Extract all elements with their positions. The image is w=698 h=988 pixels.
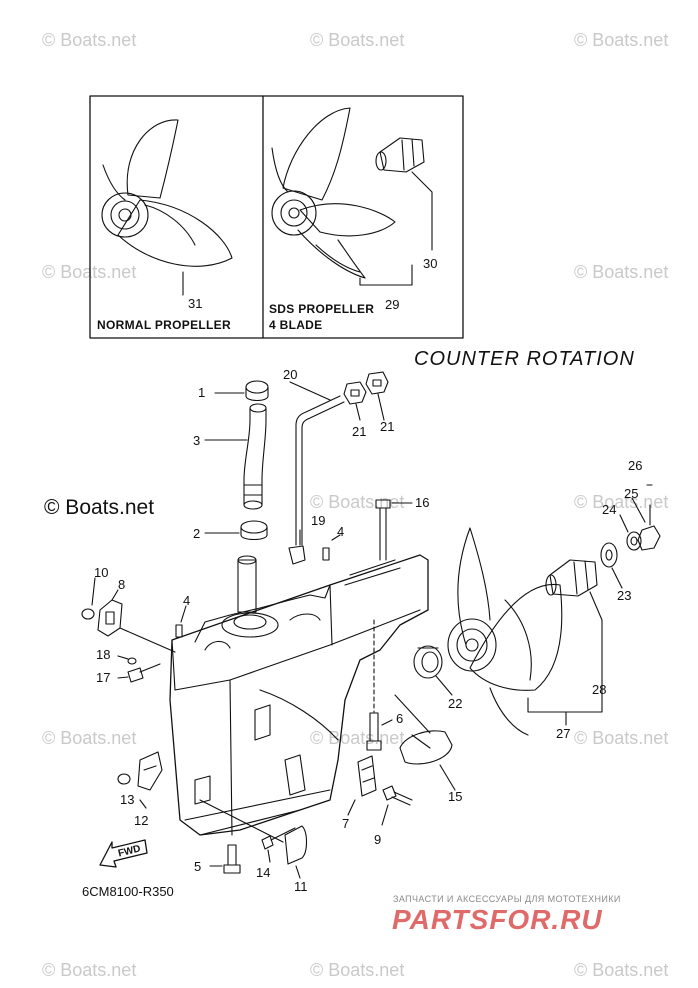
- watermark: © Boats.net: [42, 960, 137, 980]
- part-9-bolt: [381, 785, 413, 826]
- fwd-arrow: [99, 839, 148, 868]
- callout-28[interactable]: 28: [592, 682, 607, 697]
- part-1-seal: [214, 380, 269, 402]
- callout-7[interactable]: 7: [342, 816, 350, 831]
- sds-propeller-drawing: [271, 107, 433, 286]
- callout-24[interactable]: 24: [602, 502, 617, 517]
- callout-1[interactable]: 1: [198, 385, 206, 400]
- callout-13[interactable]: 13: [120, 792, 135, 807]
- part-6-bolt: [366, 619, 393, 751]
- callout-31[interactable]: 31: [188, 296, 203, 311]
- part-23: [600, 542, 623, 589]
- callout-8[interactable]: 8: [118, 577, 126, 592]
- part-15-trim-tab: [394, 694, 456, 791]
- part-5-bolt: [209, 844, 241, 874]
- normal-propeller-label: NORMAL PROPELLER: [97, 318, 231, 332]
- callout-14[interactable]: 14: [256, 865, 271, 880]
- part-14-11: [199, 799, 308, 879]
- diagram-title: COUNTER ROTATION: [414, 348, 635, 370]
- watermark: © Boats.net: [310, 492, 405, 512]
- callout-25[interactable]: 25: [624, 486, 639, 501]
- part-28-hub: [545, 559, 603, 701]
- part-19: [288, 529, 306, 565]
- watermark: © Boats.net: [42, 262, 137, 282]
- normal-propeller-drawing: [101, 119, 233, 296]
- callout-12[interactable]: 12: [134, 813, 149, 828]
- lower-unit-housing: [169, 554, 429, 836]
- watermark-main: © Boats.net: [44, 496, 155, 519]
- callout-19[interactable]: 19: [311, 513, 326, 528]
- callout-26[interactable]: 26: [628, 458, 643, 473]
- callout-21a[interactable]: 21: [352, 424, 367, 439]
- promo-tagline: ЗАПЧАСТИ И АКСЕССУАРЫ ДЛЯ МОТОТЕХНИКИ: [393, 894, 621, 904]
- watermark: © Boats.net: [574, 30, 669, 50]
- callout-17[interactable]: 17: [96, 670, 111, 685]
- watermark: © Boats.net: [574, 960, 669, 980]
- callout-3[interactable]: 3: [193, 433, 201, 448]
- part-16-bolt: [375, 499, 413, 561]
- callout-4b[interactable]: 4: [183, 593, 191, 608]
- part-22: [413, 645, 453, 696]
- part-20-rod: [289, 381, 345, 546]
- part-8-10: [81, 577, 176, 653]
- part-2-grommet: [204, 520, 268, 541]
- callout-29[interactable]: 29: [385, 297, 400, 312]
- callout-15[interactable]: 15: [448, 789, 463, 804]
- callout-23[interactable]: 23: [617, 588, 632, 603]
- callout-30[interactable]: 30: [423, 256, 438, 271]
- callout-11[interactable]: 11: [294, 879, 308, 894]
- callout-4a[interactable]: 4: [337, 524, 345, 539]
- watermark: © Boats.net: [310, 960, 405, 980]
- part-4-pins: [175, 534, 341, 638]
- part-3-tube: [204, 403, 267, 510]
- callout-2[interactable]: 2: [193, 526, 201, 541]
- callout-20[interactable]: 20: [283, 367, 298, 382]
- watermark: © Boats.net: [574, 492, 669, 512]
- watermark: © Boats.net: [42, 30, 137, 50]
- part-7-anode: [347, 755, 377, 816]
- callout-21b[interactable]: 21: [380, 419, 395, 434]
- part-27-bracket: [527, 697, 603, 726]
- sds-propeller-label: SDS PROPELLER: [269, 302, 375, 316]
- callout-10[interactable]: 10: [94, 565, 109, 580]
- callout-27[interactable]: 27: [556, 726, 571, 741]
- watermark: © Boats.net: [574, 728, 669, 748]
- diagram-code: 6CM8100-R350: [82, 884, 174, 899]
- callout-22[interactable]: 22: [448, 696, 463, 711]
- counter-rotation-propeller: [447, 527, 563, 736]
- part-17-18: [117, 655, 161, 683]
- callout-16[interactable]: 16: [415, 495, 430, 510]
- callout-5[interactable]: 5: [194, 859, 202, 874]
- watermark: © Boats.net: [42, 728, 137, 748]
- part-21-grommets: [343, 371, 389, 421]
- sds-4-blade-label: 4 BLADE: [269, 318, 323, 332]
- watermark: © Boats.net: [310, 30, 405, 50]
- watermark: © Boats.net: [574, 262, 669, 282]
- part-24-25-26: [619, 484, 661, 551]
- part-12-13: [117, 751, 163, 809]
- callout-9[interactable]: 9: [374, 832, 382, 847]
- promo-logo: PARTSFOR.RU: [392, 904, 603, 935]
- callout-6[interactable]: 6: [396, 711, 404, 726]
- propeller-boxes: [89, 95, 464, 339]
- callout-18[interactable]: 18: [96, 647, 111, 662]
